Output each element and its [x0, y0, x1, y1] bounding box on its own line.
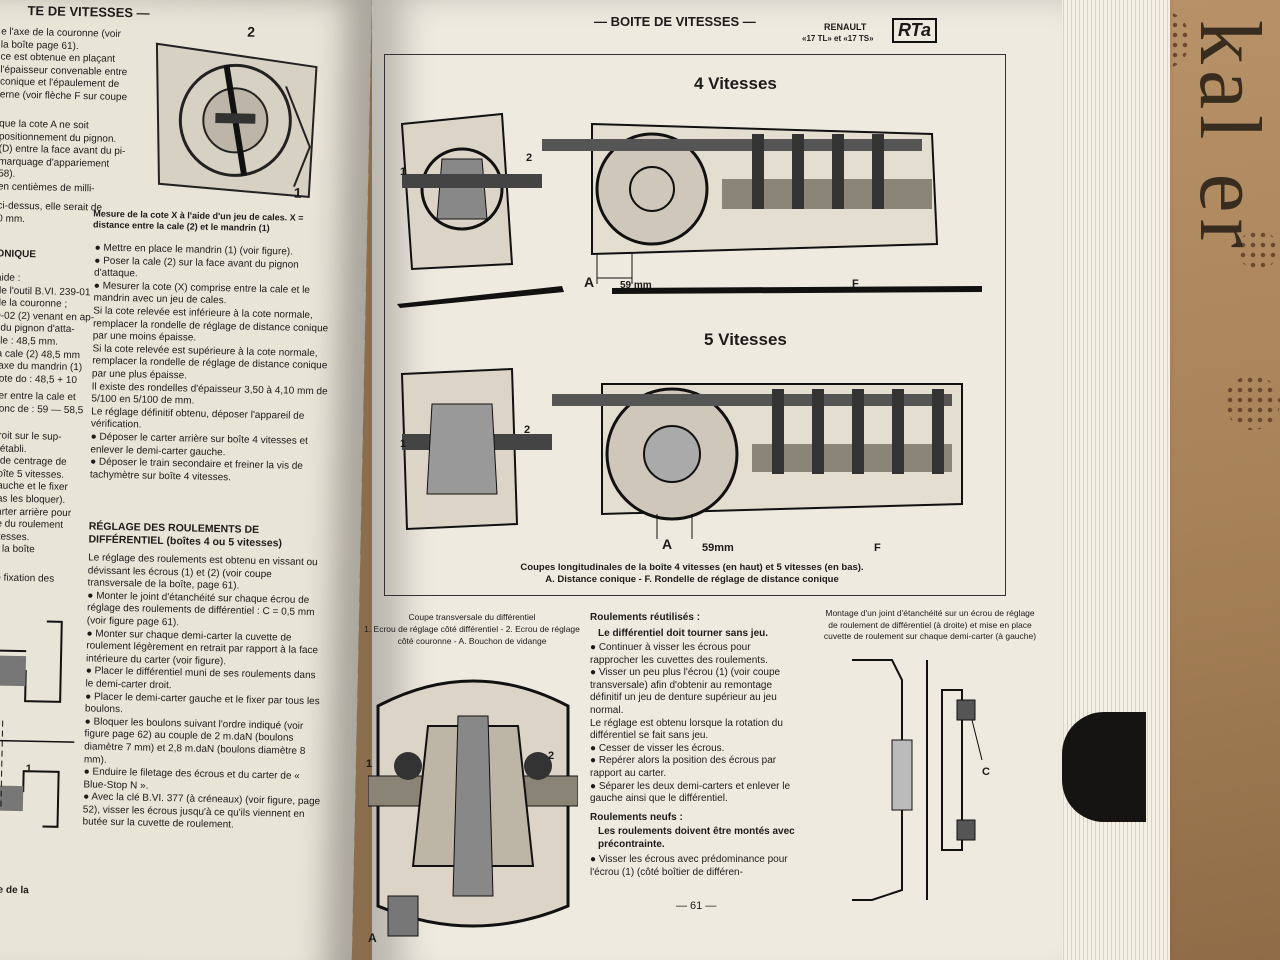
new-list: ● Visser les écrous avec prédominance po…: [590, 854, 800, 879]
section-divider-band: [397, 286, 982, 308]
right-page: — BOITE DE VITESSES — RENAULT «17 TL» et…: [364, 0, 1062, 960]
seal-mounting-figure: [852, 659, 983, 901]
section-conique: ONIQUE: [0, 248, 37, 261]
label-1-bottom: 1: [400, 438, 407, 450]
joint-caption: Montage d'un joint d'étanchéité sur un é…: [823, 608, 1037, 641]
bullet-item: ● Continuer à visser les écrous pour rap…: [590, 642, 768, 666]
reused-title: Roulements réutilisés :: [590, 612, 701, 623]
black-tab: [1062, 712, 1146, 822]
pattern-dots: [1238, 230, 1278, 270]
new-title: Roulements neufs :: [590, 812, 683, 823]
roulements-list: Le réglage des roulements est obtenu en …: [82, 552, 328, 834]
label-F-bottom: F: [874, 542, 881, 554]
left-intro: e l'axe de la couronne (voir la boîte pa…: [0, 26, 131, 104]
fig-label-2: 2: [247, 23, 256, 40]
bullet-item: ● Monter le joint d'étanchéité sur chaqu…: [86, 590, 315, 629]
bottom-fragment: lage de la: [0, 884, 29, 897]
cardboard-print: kal er: [1181, 20, 1278, 254]
page-number: — 61 —: [676, 900, 717, 912]
label-F-top: F: [852, 278, 859, 290]
text-line: erne (voir flèche F sur coupe: [0, 89, 128, 104]
label-59-bottom: 59mm: [702, 542, 734, 554]
new-bold: Les roulements doivent être montés avec …: [598, 826, 795, 850]
left-para2: que la cote A ne soit positionnement du …: [0, 118, 129, 196]
label-2-bottom: 2: [524, 424, 531, 436]
bullet-item: Si la cote relevée est inférieure à la c…: [92, 305, 329, 344]
reused-list: ● Continuer à visser les écrous pour rap…: [590, 642, 800, 806]
fig-5-vitesses-title: 5 Vitesses: [704, 330, 787, 349]
label-A-top: A: [584, 274, 595, 290]
models-label: «17 TL» et «17 TS»: [802, 34, 874, 43]
gearbox-5-speed-diagram: [400, 367, 963, 539]
diff-label-1: 1: [366, 758, 373, 770]
x-one: 1: [25, 763, 32, 776]
label-59-top: 59 mm: [620, 280, 652, 291]
bullet-item: Si la cote relevée est supérieure à la c…: [91, 343, 328, 382]
left-header: TE DE VITESSES —: [27, 3, 150, 21]
differential-cross-section: [368, 679, 578, 937]
diff-label-2: 2: [548, 750, 555, 762]
bullet-item: ● Cesser de visser les écrous.: [590, 742, 725, 754]
reused-bold: Le différentiel doit tourner sans jeu.: [598, 628, 769, 639]
text-line: de fixation des: [0, 572, 55, 585]
fig-label-1: 1: [293, 184, 302, 201]
main-caption-line1: Coupes longitudinales de la boîte 4 vite…: [520, 562, 864, 573]
label-C: C: [982, 766, 990, 778]
diff-caption: Coupe transversale du différentiel: [408, 612, 536, 622]
bullet-item: ● Repérer alors la position des écrous p…: [590, 755, 777, 779]
label-A-bottom: A: [662, 536, 673, 552]
fig-4-vitesses-title: 4 Vitesses: [694, 74, 777, 93]
bullet-item: Le réglage est obtenu lorsque la rotatio…: [590, 717, 783, 742]
bullet-item: ● Déposer le train secondaire et freiner…: [89, 456, 304, 484]
section-roulements: RÉGLAGE DES ROULEMENTS DE DIFFÉRENTIEL (…: [88, 520, 283, 550]
left-page: TE DE VITESSES — e l'axe de la couronne …: [0, 0, 372, 960]
left-lines-d: de fixation des: [0, 572, 54, 586]
main-figure-frame: [384, 54, 1006, 596]
bullet-item: Le réglage des roulements est obtenu en …: [87, 552, 318, 592]
brand-label: RENAULT: [824, 22, 867, 32]
text-line: en centièmes de milli-: [0, 181, 95, 195]
right-header: — BOITE DE VITESSES —: [594, 14, 756, 29]
figure-caption: Mesure de la cote X à l'aide d'un jeu de…: [93, 208, 304, 234]
bullet-item: ● Monter sur chaque demi-carter la cuvet…: [85, 627, 319, 668]
bullet-item: ● Avec la clé B.VI. 377 (à créneaux) (vo…: [82, 791, 321, 831]
mandrel-figure: [155, 42, 318, 199]
rta-logo: RTa: [892, 18, 938, 43]
left-bullets: ● Mettre en place le mandrin (1) (voir f…: [90, 242, 335, 486]
pattern-dots: [1225, 375, 1280, 430]
bullet-item: ● Bloquer les boulons suivant l'ordre in…: [83, 716, 306, 766]
main-caption-line2: A. Distance conique - F. Rondelle de rég…: [545, 574, 839, 585]
diff-label-A: A: [368, 931, 377, 945]
label-2-top: 2: [526, 152, 533, 164]
bullet-item: ● Visser un peu plus l'écrou (1) (voir c…: [590, 667, 781, 716]
gearbox-4-speed-diagram: [400, 112, 939, 284]
label-1-top: 1: [400, 166, 407, 178]
diff-caption-2: 1. Ecrou de réglage côté différentiel - …: [364, 624, 580, 646]
x-measure-figure: [0, 620, 75, 828]
bullet-item: ● Visser les écrous avec prédominance po…: [590, 854, 788, 878]
bullet-item: ● Séparer les deux demi-carters et enlev…: [590, 780, 791, 805]
